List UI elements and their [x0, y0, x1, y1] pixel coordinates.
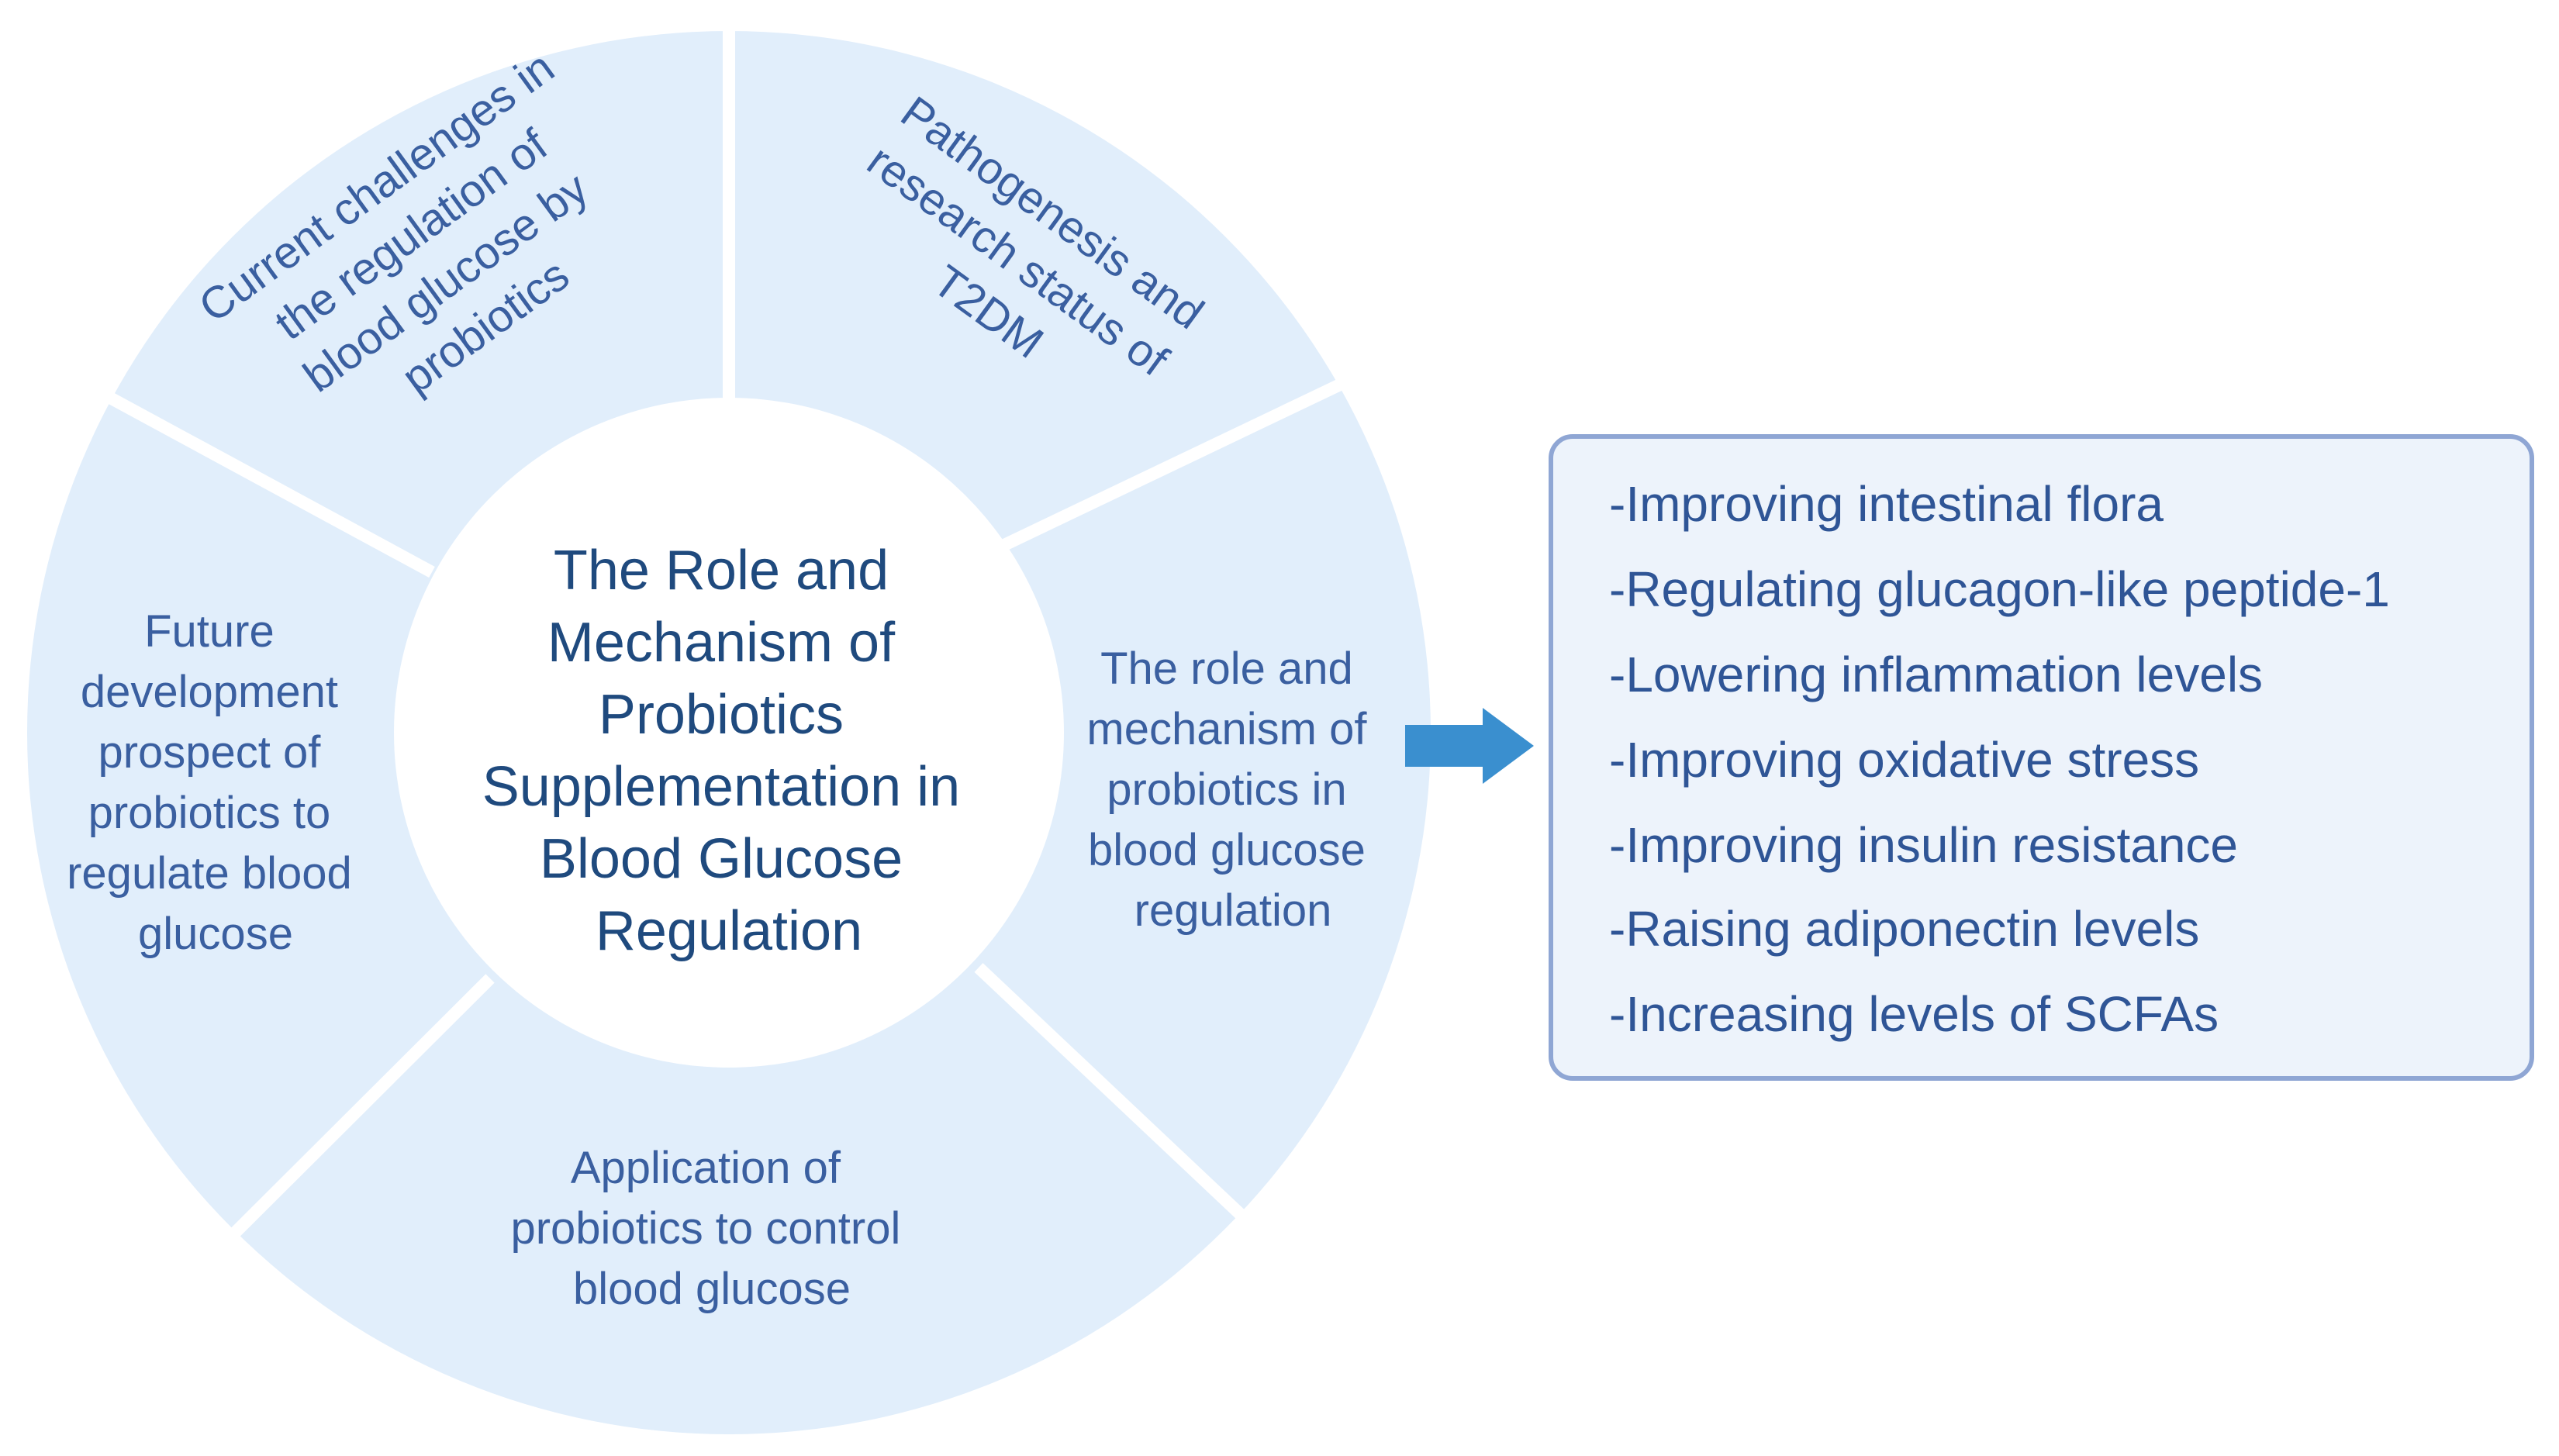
segment-future-line-4: probiotics to [88, 788, 331, 838]
segment-application-text: Application of probiotics to control blo… [510, 1143, 913, 1314]
mechanism-item: -Regulating glucagon-like peptide-1 [1609, 561, 2390, 617]
mechanisms-box [1549, 434, 2534, 1081]
separator-upper-right [1001, 372, 1356, 551]
ring-separators [105, 16, 1356, 1247]
mechanisms-list: -Improving intestinal flora -Regulating … [1609, 476, 2404, 1042]
mechanism-item: -Raising adiponectin levels [1609, 901, 2199, 957]
separator-lower-left [220, 974, 495, 1247]
segment-future-line-6: glucose [138, 909, 293, 959]
center-title-line-6: Regulation [596, 900, 862, 962]
segment-role-line-4: blood glucose [1088, 825, 1366, 875]
right-arrow-icon [1405, 708, 1534, 784]
separator-lower-right [974, 963, 1269, 1241]
segment-role-line-5: regulation [1134, 885, 1332, 936]
segment-future-line-3: prospect of [98, 727, 321, 778]
segment-role-line-1: The role and [1100, 643, 1353, 694]
segment-future-text: Future development prospect of probiotic… [67, 606, 364, 959]
segment-future-line-2: development [81, 667, 338, 717]
segment-role-line-3: probiotics in [1107, 764, 1346, 815]
center-title-line-1: The Role and [554, 540, 889, 602]
segment-application-line-3: blood glucose [573, 1264, 851, 1314]
mechanism-item: -Improving insulin resistance [1609, 817, 2238, 873]
separator-upper-left [105, 391, 435, 578]
mechanism-item: -Improving intestinal flora [1609, 476, 2164, 532]
segment-role-line-2: mechanism of [1086, 704, 1367, 754]
center-title-line-4: Supplementation in [482, 756, 960, 818]
center-circle [394, 398, 1064, 1068]
segment-role-text: The role and mechanism of probiotics in … [1086, 643, 1379, 936]
segment-future-line-1: Future [144, 606, 275, 657]
segment-future-line-5: regulate blood [67, 848, 352, 899]
center-title-line-3: Probiotics [599, 684, 844, 746]
mechanism-item: -Lowering inflammation levels [1609, 647, 2263, 702]
mechanism-item: -Increasing levels of SCFAs [1609, 986, 2219, 1042]
segment-application-line-1: Application of [571, 1143, 841, 1193]
center-title-line-5: Blood Glucose [540, 828, 903, 890]
mechanism-item: -Improving oxidative stress [1609, 732, 2199, 788]
segment-application-line-2: probiotics to control [510, 1203, 900, 1254]
center-title: The Role and Mechanism of Probiotics Sup… [482, 540, 976, 962]
center-title-line-2: Mechanism of [547, 612, 896, 674]
